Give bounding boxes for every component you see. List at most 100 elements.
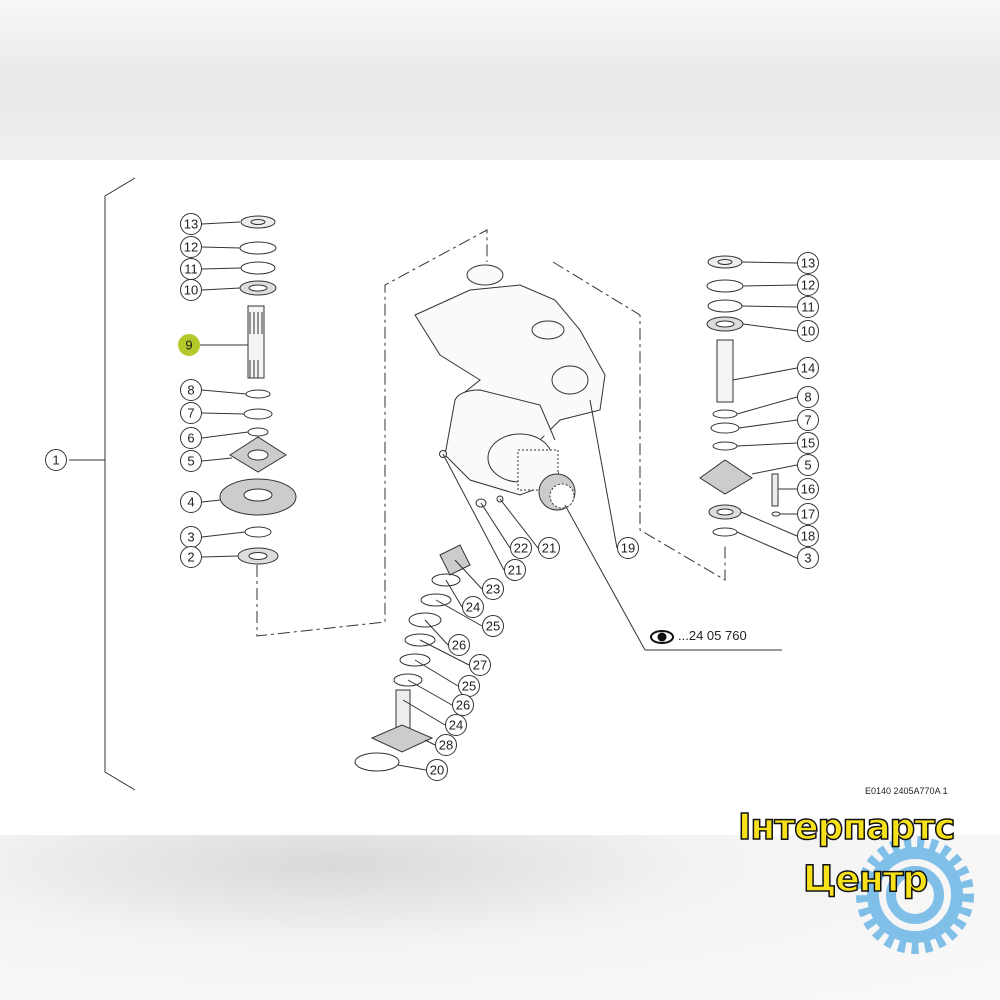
leader-line: [751, 464, 798, 475]
right-callout-5[interactable]: 5: [797, 454, 819, 476]
mid-callout-19[interactable]: 19: [617, 537, 639, 559]
mid-callout-26[interactable]: 26: [452, 694, 474, 716]
mid-callout-28[interactable]: 28: [435, 734, 457, 756]
right-callout-16[interactable]: 16: [797, 478, 819, 500]
leader-line: [424, 739, 436, 746]
left-callout-2[interactable]: 2: [180, 546, 202, 568]
left-callout-13[interactable]: 13: [180, 213, 202, 235]
left-callout-10[interactable]: 10: [180, 279, 202, 301]
leader-line: [589, 399, 618, 549]
leader-line: [201, 287, 241, 291]
callout-number: 20: [430, 763, 444, 778]
callout-number: 21: [508, 563, 522, 578]
right-dashed-frame: [552, 261, 726, 581]
left-callout-4[interactable]: 4: [180, 491, 202, 513]
left-callout-8[interactable]: 8: [180, 379, 202, 401]
callout-number: 12: [801, 278, 815, 293]
leader-line: [442, 453, 505, 571]
leader-line: [499, 498, 539, 549]
callout-number: 7: [804, 413, 811, 428]
leader-line: [201, 389, 247, 395]
callout-number: 7: [187, 406, 194, 421]
right-callout-18[interactable]: 18: [797, 525, 819, 547]
callout-number: 3: [804, 551, 811, 566]
left-callout-6[interactable]: 6: [180, 427, 202, 449]
callout-number: 13: [184, 217, 198, 232]
leader-line: [201, 555, 239, 558]
leader-line: [419, 639, 470, 666]
mid-callout-25[interactable]: 25: [458, 675, 480, 697]
callout-number: 16: [801, 482, 815, 497]
right-callout-3[interactable]: 3: [797, 547, 819, 569]
left-callout-9[interactable]: 9: [178, 334, 200, 356]
callout-number: 23: [486, 582, 500, 597]
callout-number: 8: [187, 383, 194, 398]
callout-number: 8: [804, 390, 811, 405]
callout-number: 4: [187, 495, 194, 510]
mid-callout-21[interactable]: 21: [538, 537, 560, 559]
callout-number: 25: [486, 619, 500, 634]
blurred-bottom-band: [0, 835, 1000, 1000]
callout-number: 28: [439, 738, 453, 753]
mid-callout-24[interactable]: 24: [445, 714, 467, 736]
right-callout-11[interactable]: 11: [797, 296, 819, 318]
leader-line: [741, 305, 798, 308]
right-callout-7[interactable]: 7: [797, 409, 819, 431]
callout-number: 13: [801, 256, 815, 271]
mid-callout-21[interactable]: 21: [504, 559, 526, 581]
callout-number: 11: [184, 262, 198, 277]
leader-line: [407, 679, 453, 706]
callout-number: 19: [621, 541, 635, 556]
reference-number[interactable]: ...24 05 760: [678, 628, 747, 643]
mid-callout-20[interactable]: 20: [426, 759, 448, 781]
leader-line: [738, 419, 798, 429]
leader-line: [736, 396, 798, 415]
left-callout-5[interactable]: 5: [180, 450, 202, 472]
mid-callout-22[interactable]: 22: [510, 537, 532, 559]
mid-callout-24[interactable]: 24: [462, 596, 484, 618]
callout-number: 14: [801, 361, 815, 376]
left-dashed-frame: [256, 229, 488, 637]
leader-line: [397, 764, 427, 771]
leader-line: [741, 261, 798, 264]
callout-number: 25: [462, 679, 476, 694]
callout-number: 24: [466, 600, 480, 615]
right-part-stack: [699, 255, 781, 537]
leader-line: [480, 502, 511, 549]
right-callout-17[interactable]: 17: [797, 503, 819, 525]
left-callout-3[interactable]: 3: [180, 526, 202, 548]
right-callout-10[interactable]: 10: [797, 320, 819, 342]
leader-line: [454, 559, 483, 590]
right-callout-12[interactable]: 12: [797, 274, 819, 296]
right-callout-8[interactable]: 8: [797, 386, 819, 408]
blurred-top-band: [0, 0, 1000, 160]
mid-callout-26[interactable]: 26: [448, 634, 470, 656]
leader-line: [201, 246, 241, 249]
mid-callout-23[interactable]: 23: [482, 578, 504, 600]
callout-number: 22: [514, 541, 528, 556]
leader-line: [414, 659, 459, 687]
leader-line: [201, 221, 241, 225]
right-callout-15[interactable]: 15: [797, 432, 819, 454]
leader-lines: [200, 221, 798, 771]
leader-line: [201, 499, 221, 503]
callout-number: 5: [804, 458, 811, 473]
mid-callout-25[interactable]: 25: [482, 615, 504, 637]
callout-number: 10: [801, 324, 815, 339]
leader-line: [445, 579, 463, 608]
leader-line: [732, 367, 798, 381]
callout-number: 1: [52, 453, 59, 468]
left-callout-12[interactable]: 12: [180, 236, 202, 258]
callout-number: 15: [801, 436, 815, 451]
right-callout-14[interactable]: 14: [797, 357, 819, 379]
callout-number: 27: [473, 658, 487, 673]
mid-callout-27[interactable]: 27: [469, 654, 491, 676]
leader-line: [742, 284, 798, 287]
left-callout-11[interactable]: 11: [180, 258, 202, 280]
assembly-callout-1[interactable]: 1: [45, 449, 67, 471]
callout-number: 21: [542, 541, 556, 556]
callout-number: 11: [801, 300, 815, 315]
right-callout-13[interactable]: 13: [797, 252, 819, 274]
left-callout-7[interactable]: 7: [180, 402, 202, 424]
leader-line: [736, 531, 798, 559]
